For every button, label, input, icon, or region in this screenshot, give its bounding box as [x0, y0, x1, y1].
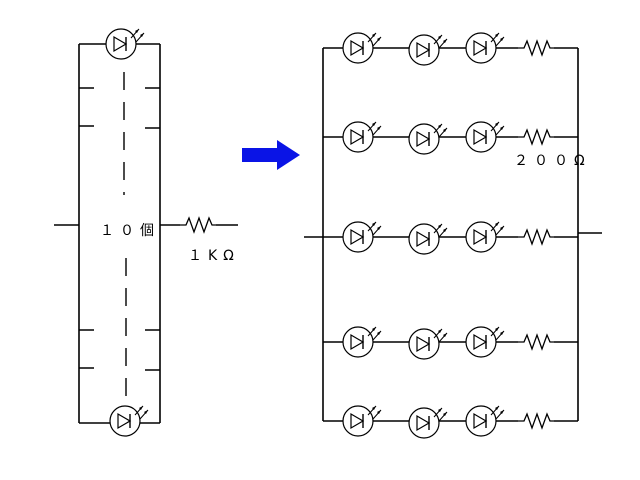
led-count-label: １０個	[100, 223, 160, 239]
right-circuit: ２００Ω	[304, 32, 602, 439]
left-stubs	[79, 87, 160, 371]
led-icon	[109, 405, 149, 437]
right-rows	[323, 32, 578, 439]
resistor-icon	[517, 334, 555, 350]
resistor-icon	[179, 217, 217, 233]
series-resistor-label: １KΩ	[188, 248, 240, 264]
left-circuit: １０個 １KΩ	[54, 28, 240, 437]
resistor-icon	[517, 129, 555, 145]
led-icon	[408, 34, 448, 66]
resistor-icon	[517, 229, 555, 245]
led-icon	[408, 328, 448, 360]
resistor-icon	[517, 40, 555, 56]
resistor-icon	[517, 413, 555, 429]
led-icon	[408, 123, 448, 155]
led-icon	[408, 407, 448, 439]
parallel-resistor-label: ２００Ω	[514, 153, 591, 169]
arrow-icon	[242, 140, 300, 170]
led-icon	[408, 223, 448, 255]
